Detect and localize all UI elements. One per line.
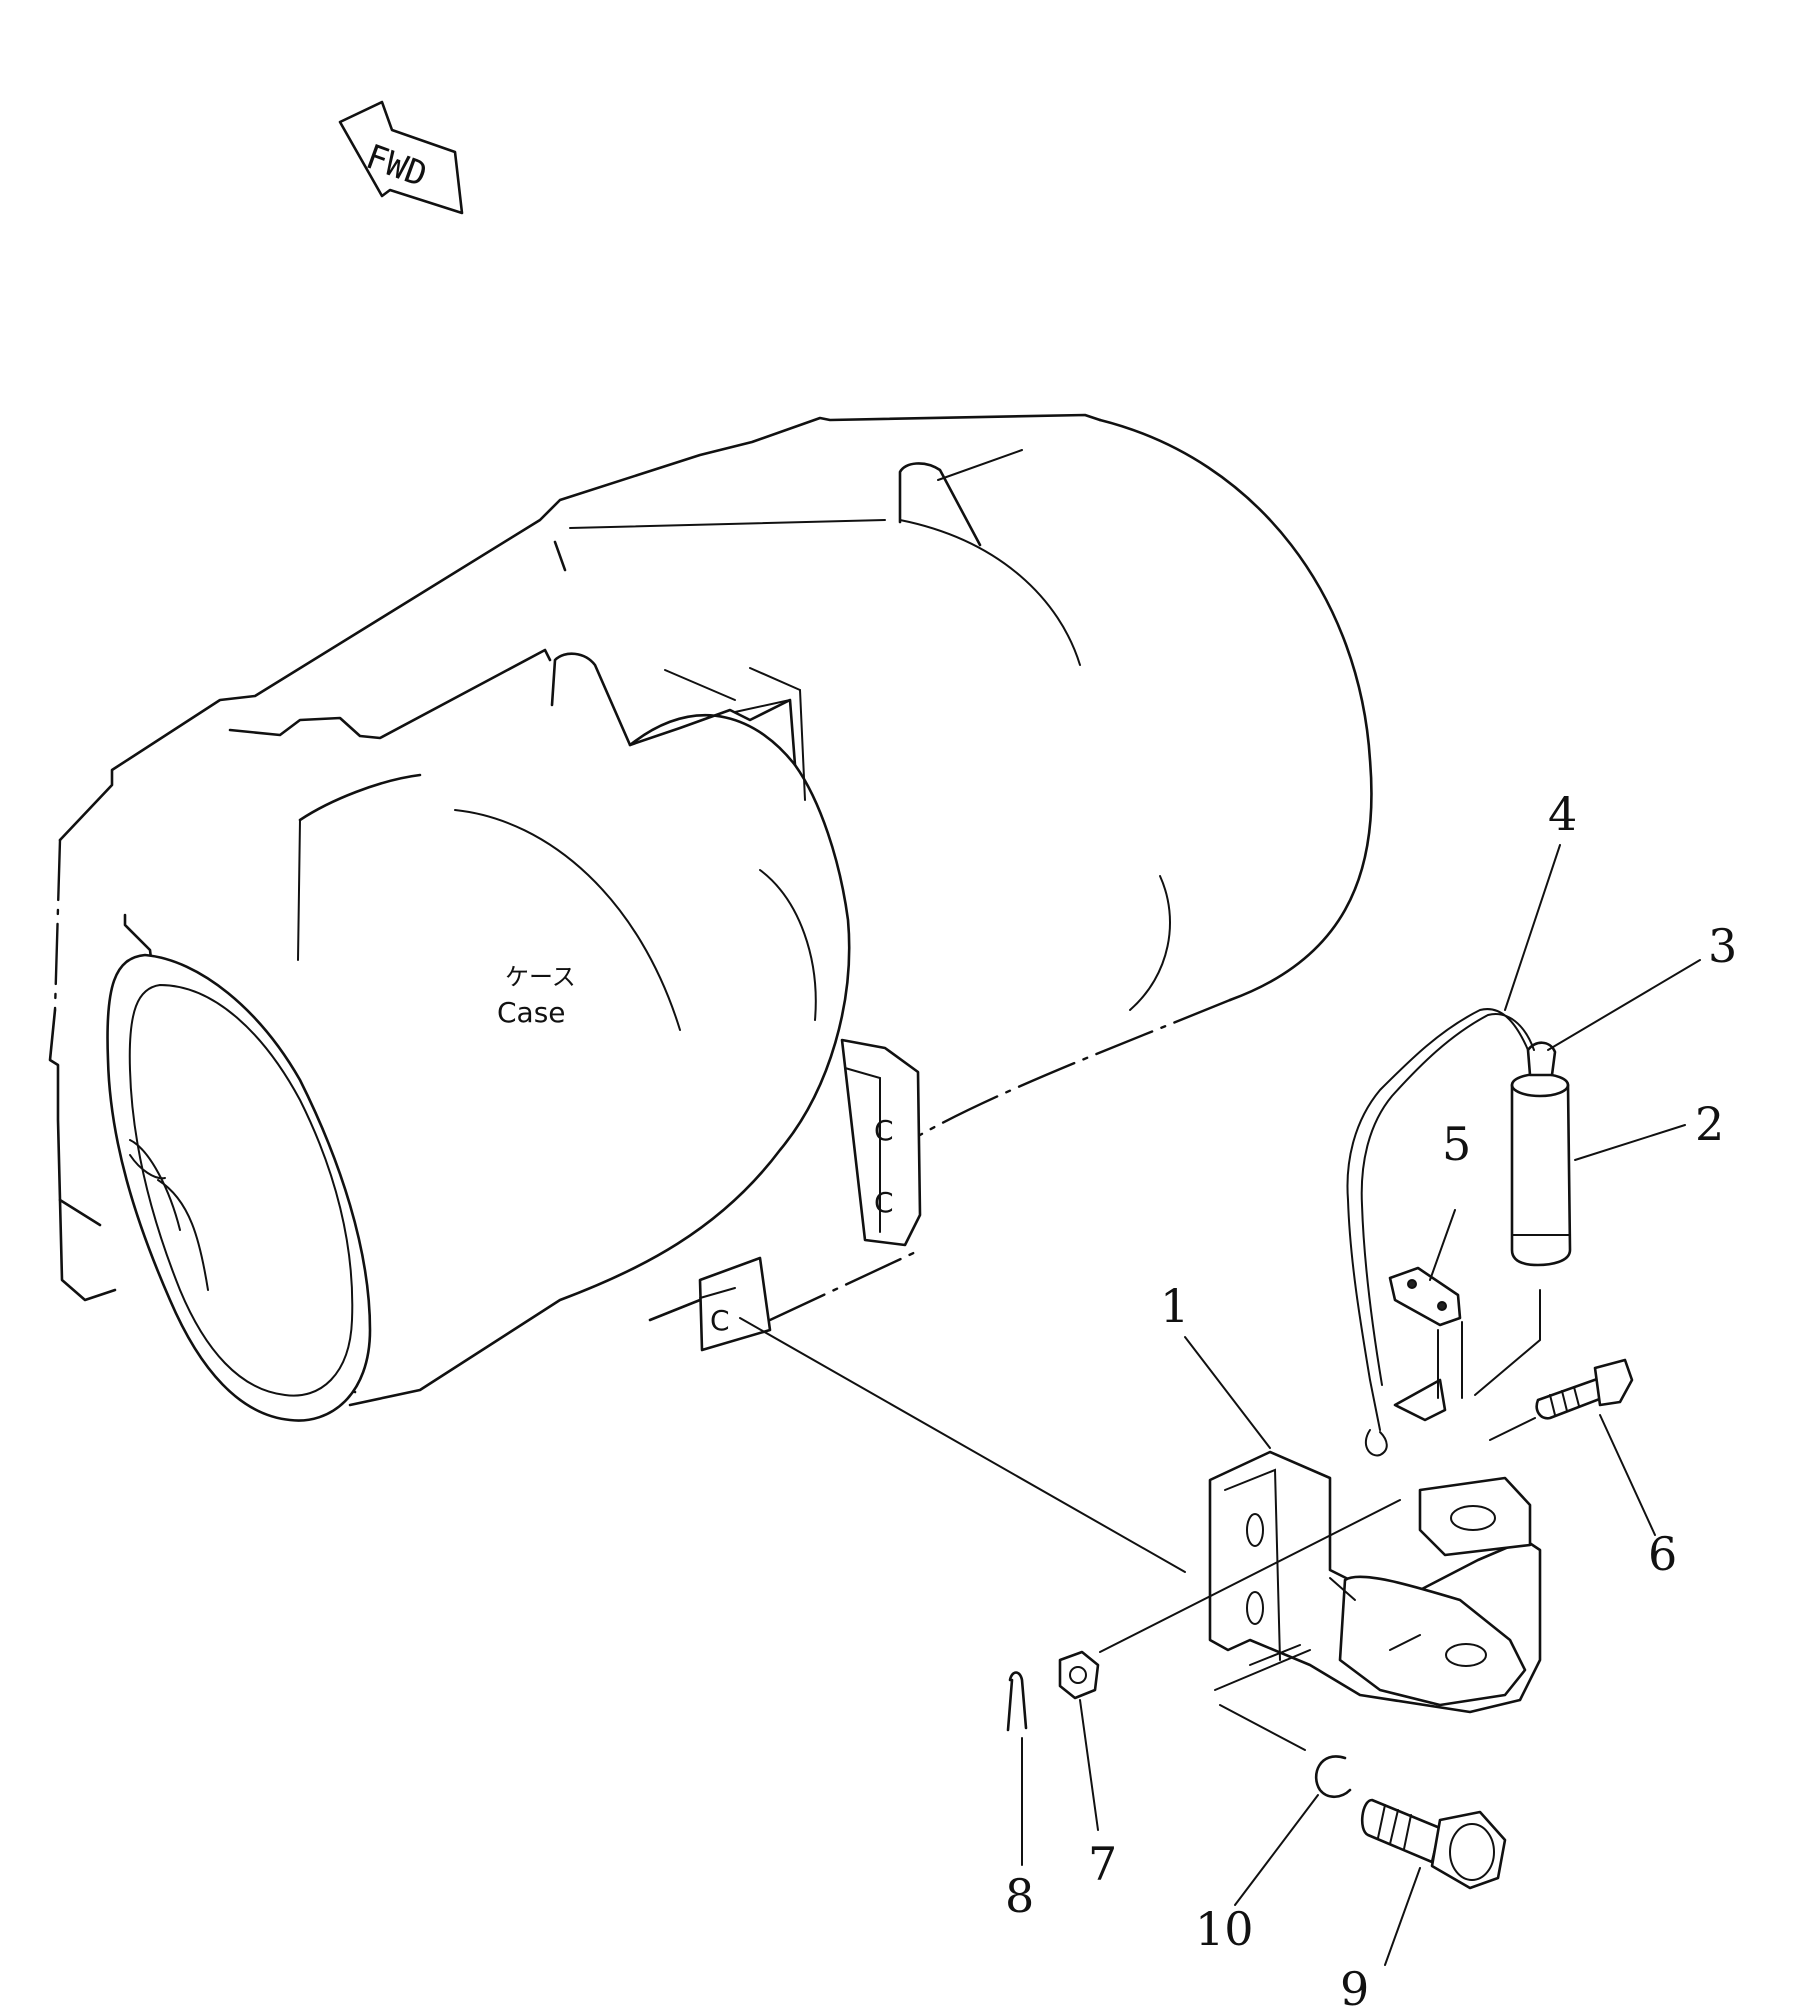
mount-hole-upper-icon: C (874, 1114, 894, 1147)
transmission-case: C C C ケース Case (48, 413, 1373, 1422)
mount-hole-lower-icon: C (874, 1186, 894, 1219)
callout-9: 9 (1340, 1962, 1369, 2009)
snap-ring-part-10 (1219, 1704, 1352, 1799)
bolt-part-6 (1489, 1358, 1634, 1441)
case-label-japanese: ケース (505, 963, 576, 991)
callout-7: 7 (1088, 1837, 1117, 1891)
callout-6: 6 (1648, 1527, 1677, 1581)
bolt-part-9 (1360, 1798, 1507, 1890)
callout-2: 2 (1695, 1097, 1724, 1151)
case-label-english: Case (497, 996, 566, 1029)
callout-4: 4 (1548, 787, 1577, 841)
fwd-arrow-icon: FWD (338, 100, 464, 215)
callout-3: 3 (1708, 919, 1737, 973)
nut-part-7 (1058, 1499, 1401, 1700)
plate-part-5 (1388, 1266, 1463, 1399)
cotter-pin-part-8 (1006, 1671, 1028, 1732)
callout-8: 8 (1005, 1869, 1034, 1923)
assembly-leader-line (739, 1317, 1186, 1573)
pin-part-2 (1474, 1072, 1572, 1396)
mount-hole-side-icon: C (710, 1304, 730, 1337)
callout-10: 10 (1195, 1902, 1254, 1956)
bracket-part-1 (1208, 1378, 1542, 1714)
callout-5: 5 (1442, 1117, 1471, 1171)
callout-leaders (1021, 844, 1701, 1966)
callout-1: 1 (1160, 1279, 1189, 1333)
chain-part-4 (1346, 1008, 1535, 1457)
